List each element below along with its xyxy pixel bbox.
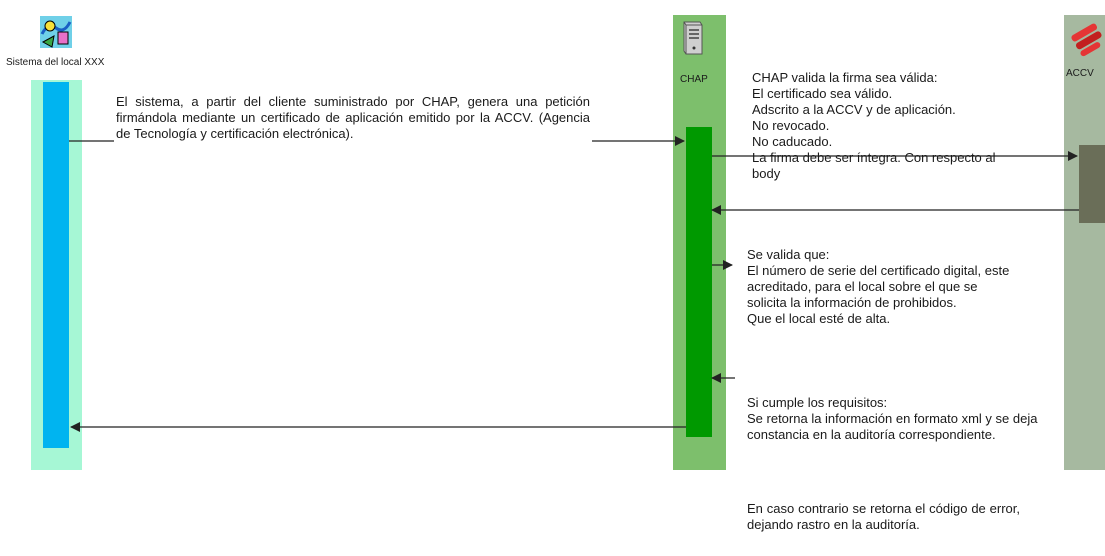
server-icon (678, 20, 706, 58)
lane-label-sistema: Sistema del local XXX (6, 57, 105, 68)
note-request: El sistema, a partir del cliente suminis… (114, 94, 592, 142)
chap-activation-bar (686, 127, 712, 437)
note-signature-check: CHAP valida la firma sea válida: El cert… (752, 70, 996, 181)
accv-logo-icon (1071, 20, 1105, 58)
lane-label-chap: CHAP (680, 74, 708, 85)
lane-label-accv: ACCV (1066, 68, 1094, 79)
lane-accv (1064, 15, 1105, 470)
note-success: Si cumple los requisitos: Se retorna la … (747, 395, 1038, 442)
decorative-clipart-icon (38, 14, 74, 50)
accv-activation-bar (1079, 145, 1105, 223)
sistema-activation-bar (43, 82, 69, 448)
note-serial-check: Se valida que: El número de serie del ce… (747, 247, 1010, 326)
note-failure: En caso contrario se retorna el código d… (747, 501, 1020, 532)
